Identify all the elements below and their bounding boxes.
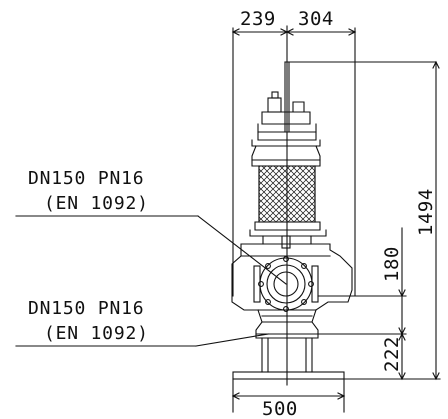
bottom-dimension	[231, 392, 346, 400]
inlet-label-line1: DN150 PN16	[28, 298, 144, 319]
dim-base-width: 500	[262, 398, 298, 419]
right-dimension-labels: 1494 180 222	[381, 188, 437, 372]
callout-leaders	[15, 215, 287, 347]
dim-top-right: 304	[298, 8, 334, 30]
inlet-label: DN150 PN16 (EN 1092)	[28, 298, 149, 344]
dim-top-left: 239	[240, 8, 276, 30]
dim-outlet-height: 180	[381, 246, 403, 282]
discharge-label-line1: DN150 PN16	[28, 168, 144, 189]
discharge-label: DN150 PN16 (EN 1092)	[28, 168, 149, 214]
pump-body	[231, 61, 437, 413]
discharge-label-line2: (EN 1092)	[44, 193, 149, 214]
inlet-label-line2: (EN 1092)	[44, 323, 149, 344]
dim-total-height: 1494	[415, 188, 437, 236]
top-dimension-labels: 239 304	[240, 8, 334, 30]
dim-inlet-height: 222	[381, 336, 403, 372]
right-dimension-lines	[317, 60, 441, 381]
